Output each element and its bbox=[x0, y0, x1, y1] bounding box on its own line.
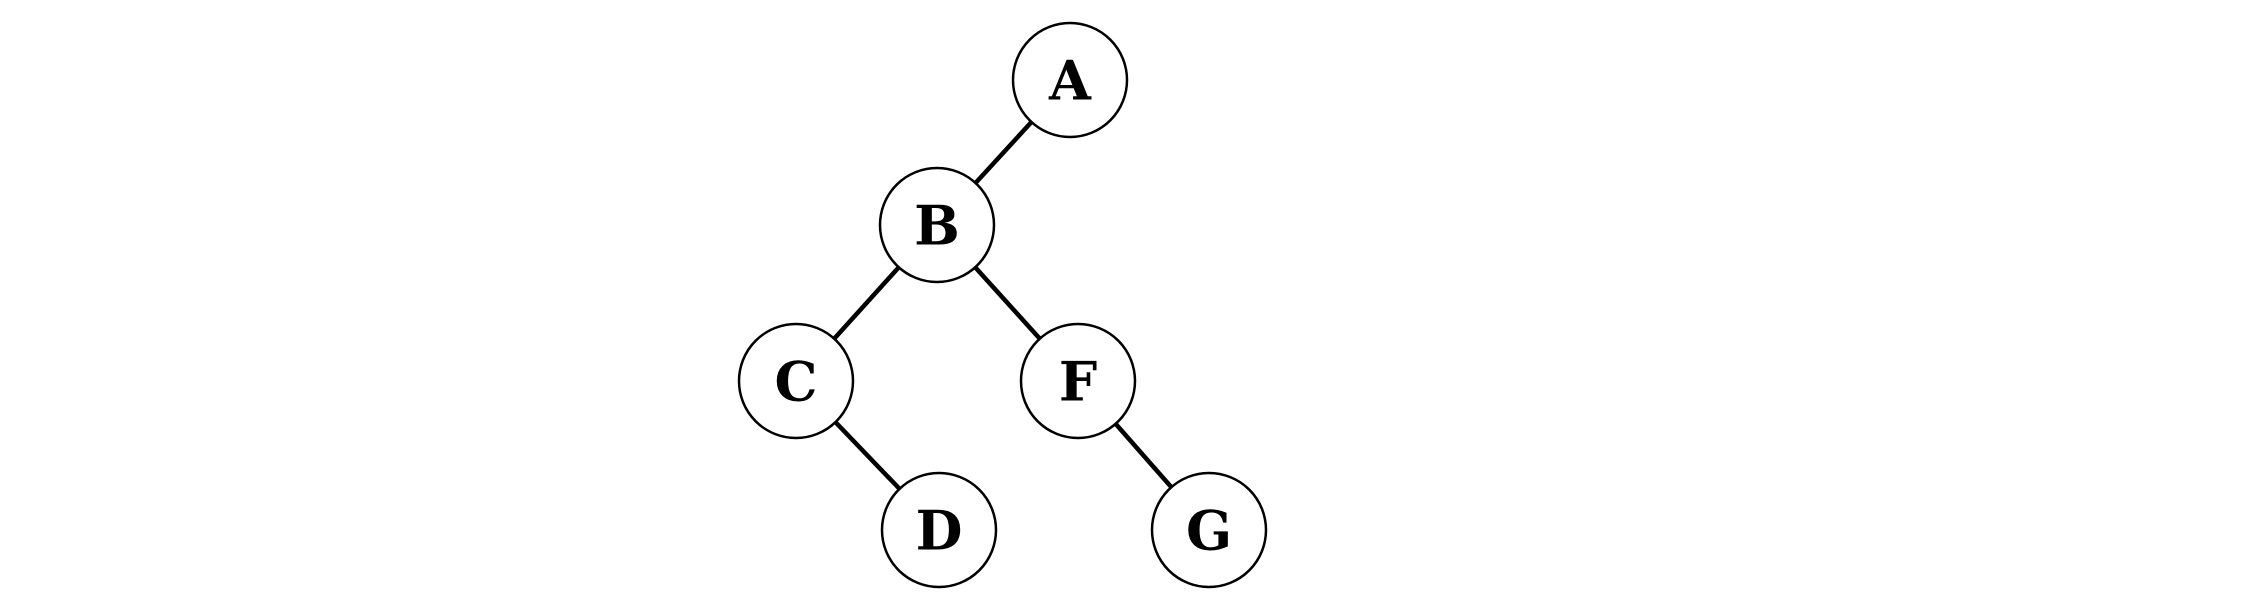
node-circle-B bbox=[878, 166, 996, 284]
nodes-layer: A B C F D G bbox=[737, 21, 1268, 589]
tree-node-F: F bbox=[1019, 322, 1137, 440]
node-circle-G bbox=[1150, 471, 1268, 589]
node-label-C: C bbox=[775, 349, 818, 413]
tree-node-A: A bbox=[1011, 21, 1129, 139]
edges-layer bbox=[794, 78, 1211, 532]
tree-node-C: C bbox=[737, 322, 855, 440]
tree-node-D: D bbox=[880, 471, 998, 589]
tree-node-G: G bbox=[1150, 471, 1268, 589]
node-label-B: B bbox=[914, 193, 960, 257]
tree-node-B: B bbox=[878, 166, 996, 284]
node-label-G: G bbox=[1186, 498, 1232, 562]
node-circle-C bbox=[737, 322, 855, 440]
node-circle-D bbox=[880, 471, 998, 589]
node-label-F: F bbox=[1059, 349, 1097, 413]
node-label-D: D bbox=[916, 498, 963, 562]
node-circle-A bbox=[1011, 21, 1129, 139]
node-circle-F bbox=[1019, 322, 1137, 440]
node-label-A: A bbox=[1048, 48, 1092, 112]
